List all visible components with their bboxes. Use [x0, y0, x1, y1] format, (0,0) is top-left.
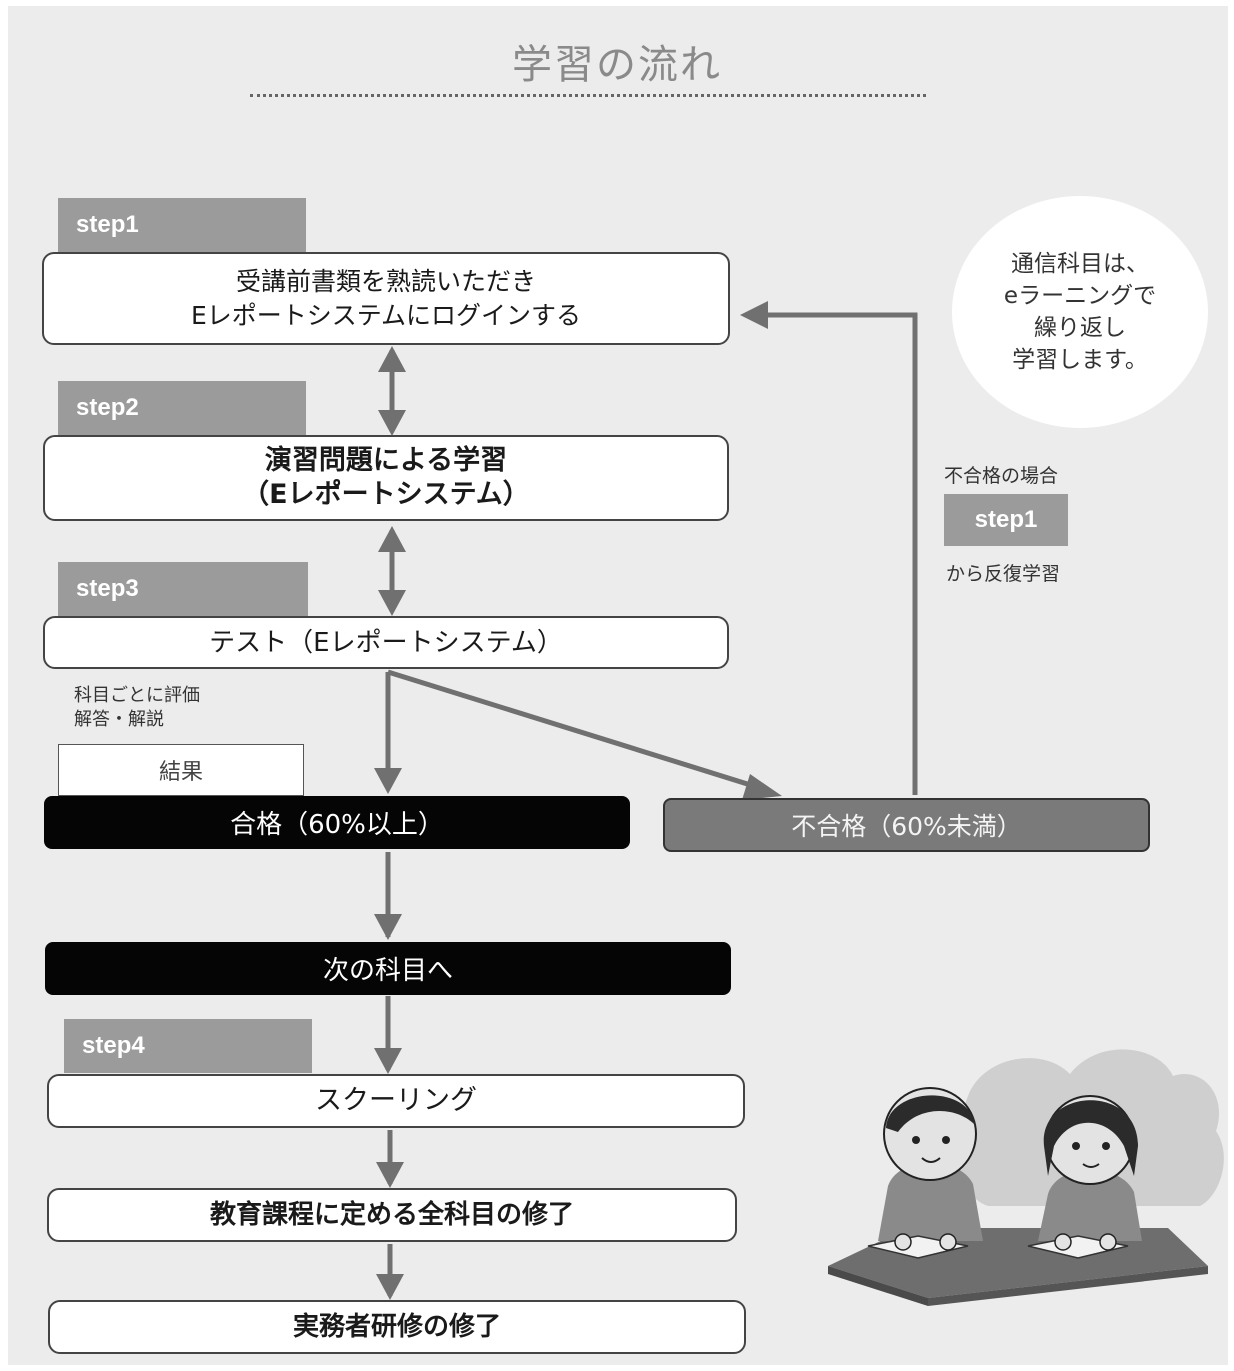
step4-tab: step4 [64, 1019, 312, 1073]
step1-line1: 受講前書類を熟読いただき [235, 266, 536, 296]
bubble-line3: 繰り返し [1034, 315, 1126, 341]
arrowhead [374, 1048, 402, 1074]
bubble-line4: 学習します。 [1012, 347, 1148, 373]
arrow-test-to-fail [387, 669, 771, 794]
result-label: 結果 [58, 744, 304, 796]
arrowhead [378, 590, 406, 616]
step1-tab: step1 [58, 198, 306, 252]
step1-line2: Eレポートシステムにログインする [190, 300, 582, 330]
evaluation-note: 科目ごとに評価 解答・解説 [74, 684, 200, 732]
title-divider [250, 94, 926, 97]
bubble-line1: 通信科目は、 [1011, 251, 1149, 277]
evaluation-note-line1: 科目ごとに評価 [74, 685, 200, 706]
page-title: 学習の流れ [512, 42, 722, 88]
pass-box: 合格（60%以上） [44, 796, 630, 849]
step4-box: スクーリング [47, 1074, 745, 1128]
next-subject-box: 次の科目へ [45, 942, 731, 995]
curriculum-complete-box: 教育課程に定める全科目の修了 [47, 1188, 737, 1242]
step4-text: スクーリング [315, 1085, 477, 1116]
arrowhead [742, 774, 782, 800]
fail-box: 不合格（60%未満） [663, 798, 1150, 852]
arrowhead [378, 526, 406, 552]
arrowhead [378, 346, 406, 372]
elearning-bubble: 通信科目は、 eラーニングで 繰り返し 学習します。 [952, 196, 1208, 428]
step3-text: テスト（Eレポートシステム） [209, 627, 563, 658]
students-illustration [828, 1049, 1224, 1306]
retry-step1-tab: step1 [944, 494, 1068, 546]
step3-box: テスト（Eレポートシステム） [43, 616, 729, 669]
step1-box: 受講前書類を熟読いただき Eレポートシステムにログインする [42, 252, 730, 345]
retry-note-bottom: から反復学習 [946, 563, 1061, 585]
bubble-line2: eラーニングで [1003, 283, 1157, 309]
step2-box: 演習問題による学習 （Eレポートシステム） [43, 435, 729, 521]
arrowhead [374, 768, 402, 794]
arrowhead [374, 914, 402, 940]
step3-tab: step3 [58, 562, 308, 616]
step2-line2: （Eレポートシステム） [242, 479, 530, 510]
arrowhead [378, 410, 406, 436]
evaluation-note-line2: 解答・解説 [74, 709, 164, 730]
arrowhead [376, 1274, 404, 1300]
arrowhead [740, 301, 768, 329]
arrow-fail-to-step1 [748, 312, 918, 795]
training-complete-box: 実務者研修の修了 [48, 1300, 746, 1354]
step2-line1: 演習問題による学習 [264, 445, 508, 476]
step2-tab: step2 [58, 381, 306, 435]
retry-note-top: 不合格の場合 [944, 465, 1059, 487]
arrowhead [376, 1162, 404, 1188]
